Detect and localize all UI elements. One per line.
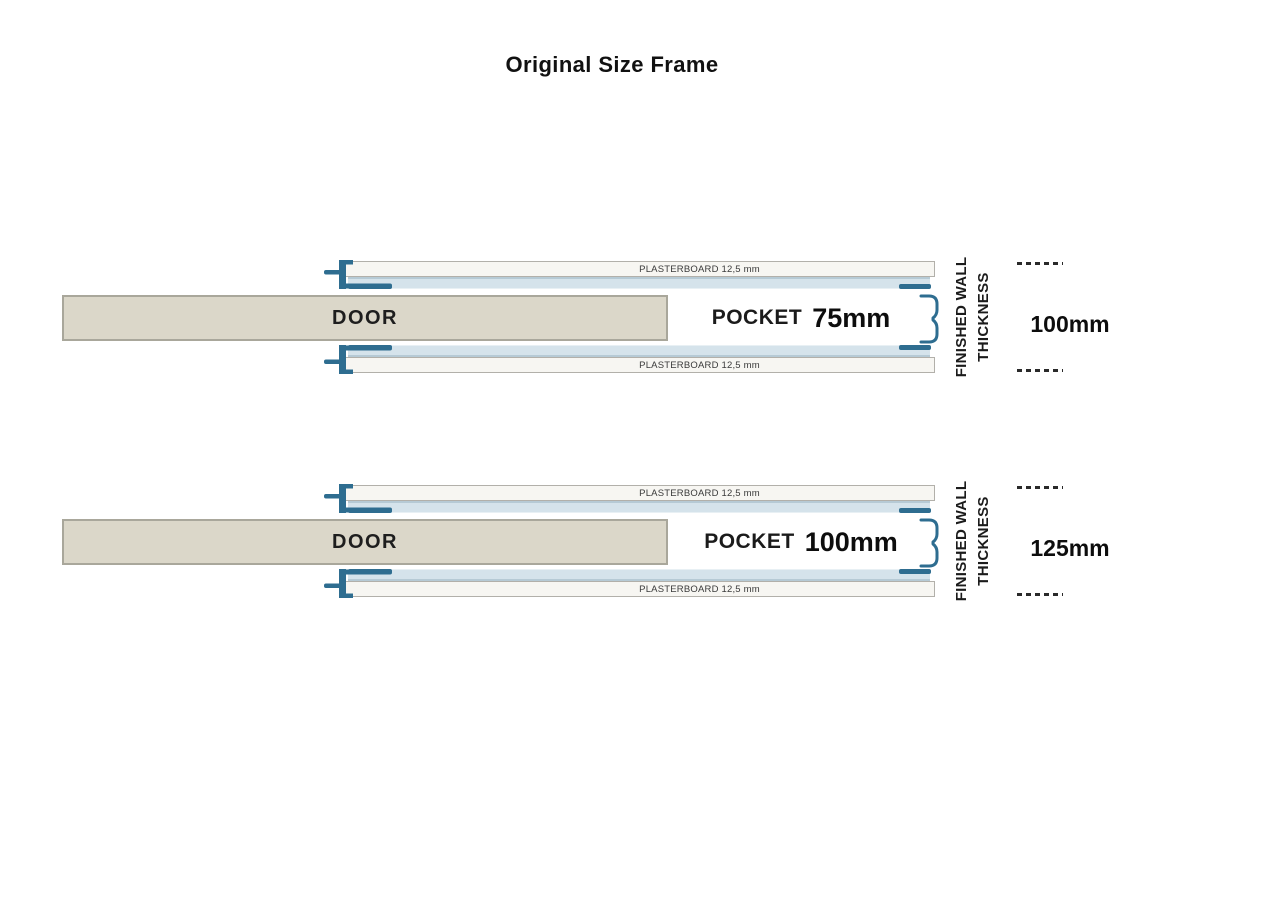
- frame-end-profile-bottom-icon: [324, 345, 392, 374]
- closing-jamb-profile-icon: [919, 294, 939, 344]
- pocket-size-value: 75mm: [812, 302, 891, 333]
- frame-end-profile-bottom-icon: [324, 569, 392, 598]
- dimension-dash-top: [1017, 262, 1063, 265]
- dimension-dash-bottom: [1017, 593, 1063, 596]
- frame-end-profile-top-icon: [324, 484, 392, 513]
- track-edge-top-right: [899, 284, 931, 289]
- finished-wall-line1: FINISHED WALL: [953, 480, 970, 602]
- pocket-label: POCKET: [711, 306, 803, 329]
- track-edge-bottom-right: [899, 569, 931, 574]
- door-label: DOOR: [332, 530, 398, 553]
- wall-thickness-value: 100mm: [1030, 310, 1110, 337]
- door: DOOR: [62, 295, 668, 341]
- plasterboard-top-label: PLASTERBOARD 12,5 mm: [639, 487, 760, 499]
- dimension-dash-top: [1017, 486, 1063, 489]
- page-title: Original Size Frame: [505, 52, 719, 77]
- pocket-dimension: POCKET 75mm: [688, 295, 914, 341]
- finished-wall-line2: THICKNESS: [975, 496, 992, 586]
- finished-wall-thickness-label: FINISHED WALL THICKNESS: [950, 232, 996, 402]
- dimension-dash-bottom: [1017, 369, 1063, 372]
- plasterboard-bottom: PLASTERBOARD 12,5 mm: [339, 357, 935, 373]
- pocket-door-diagram-100mm: PLASTERBOARD 12,5 mm DOOR POCKET 100mm P…: [0, 481, 1280, 625]
- plasterboard-top: PLASTERBOARD 12,5 mm: [339, 485, 935, 501]
- track-edge-bottom-right: [899, 345, 931, 350]
- frame-track-bottom: [348, 569, 930, 581]
- plasterboard-top-label: PLASTERBOARD 12,5 mm: [639, 263, 760, 275]
- finished-wall-line2: THICKNESS: [975, 272, 992, 362]
- door-label: DOOR: [332, 306, 398, 329]
- frame-end-profile-top-icon: [324, 260, 392, 289]
- plasterboard-bottom-label: PLASTERBOARD 12,5 mm: [639, 583, 760, 595]
- door: DOOR: [62, 519, 668, 565]
- frame-track-bottom: [348, 345, 930, 357]
- finished-wall-thickness-label: FINISHED WALL THICKNESS: [950, 456, 996, 626]
- plasterboard-bottom: PLASTERBOARD 12,5 mm: [339, 581, 935, 597]
- finished-wall-line1: FINISHED WALL: [953, 256, 970, 378]
- pocket-size-value: 100mm: [804, 526, 898, 557]
- track-edge-top-right: [899, 508, 931, 513]
- plasterboard-top: PLASTERBOARD 12,5 mm: [339, 261, 935, 277]
- pocket-label: POCKET: [704, 530, 795, 553]
- plasterboard-bottom-label: PLASTERBOARD 12,5 mm: [639, 359, 760, 371]
- wall-thickness-value: 125mm: [1030, 534, 1110, 561]
- closing-jamb-profile-icon: [919, 518, 939, 568]
- pocket-dimension: POCKET 100mm: [688, 519, 914, 565]
- frame-track-top: [348, 501, 930, 513]
- frame-track-top: [348, 277, 930, 289]
- pocket-door-diagram-75mm: PLASTERBOARD 12,5 mm DOOR POCKET 75mm PL…: [0, 257, 1280, 401]
